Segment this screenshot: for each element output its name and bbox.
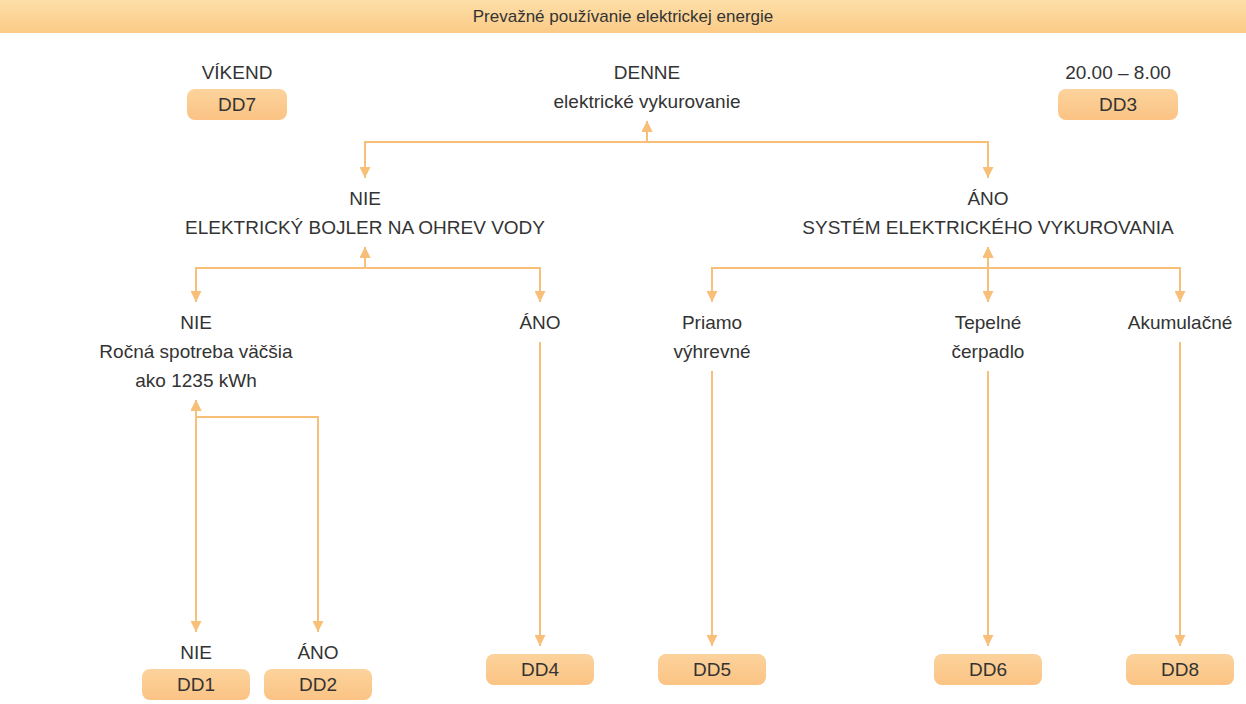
branch-text: ELEKTRICKÝ BOJLER NA OHREV VODY xyxy=(155,213,575,242)
code-box: DD7 xyxy=(187,89,287,120)
branch-arrow xyxy=(712,247,988,302)
branch-text: Priamo výhrevné xyxy=(656,308,768,366)
code-node: 20.00 – 8.00DD3 xyxy=(1058,58,1178,120)
branch-text: elektrické vykurovanie xyxy=(517,87,777,116)
code-label: DD8 xyxy=(1136,655,1224,684)
white-panel xyxy=(8,33,1246,704)
decision-node: Priamo výhrevné xyxy=(656,308,768,366)
code-label: DD5 xyxy=(668,655,756,684)
title-text: Prevažné používanie elektrickej energie xyxy=(0,0,1246,33)
code-node: NIE DD1 xyxy=(142,638,250,700)
branch-text: SYSTÉM ELEKTRICKÉHO VYKUROVANIA xyxy=(778,213,1198,242)
branch-arrow xyxy=(365,121,647,178)
code-box: DD8 xyxy=(1126,654,1234,685)
branch-arrow xyxy=(711,371,713,646)
branch-arrow xyxy=(1179,342,1181,646)
code-box: DD5 xyxy=(658,654,766,685)
branch-arrow xyxy=(196,247,365,302)
branch-arrow xyxy=(988,247,1180,302)
code-label: DD6 xyxy=(944,655,1032,684)
branch-arrow xyxy=(195,400,197,632)
decision-node: NIERočná spotreba väčšia ako 1235 kWh xyxy=(90,308,302,395)
branch-arrow xyxy=(365,247,540,302)
code-node: DD8 xyxy=(1126,652,1234,685)
title-band: Prevažné používanie elektrickej energie xyxy=(0,0,1246,33)
decision-node: ÁNO xyxy=(519,308,560,337)
branch-text: NIE xyxy=(155,184,575,213)
branch-text: Tepelné čerpadlo xyxy=(932,308,1044,366)
branch-arrow xyxy=(987,371,989,646)
code-node: DD4 xyxy=(486,652,594,685)
code-label: DD1 xyxy=(152,670,240,699)
branch-arrow xyxy=(196,400,318,632)
code-box: DD4 xyxy=(486,654,594,685)
branch-text: 20.00 – 8.00 xyxy=(1058,58,1178,87)
branch-text: ÁNO xyxy=(519,308,560,337)
code-box: DD3 xyxy=(1058,89,1178,120)
code-box: DD2 xyxy=(264,669,372,700)
branch-text: ÁNO xyxy=(264,638,372,667)
branch-text: ÁNO xyxy=(778,184,1198,213)
code-label: DD7 xyxy=(197,90,277,119)
branch-text: NIE xyxy=(90,308,302,337)
branch-text: Akumulačné xyxy=(1128,308,1233,337)
code-node: VÍKEND DD7 xyxy=(187,58,287,120)
code-label: DD2 xyxy=(274,670,362,699)
branch-text: NIE xyxy=(142,638,250,667)
decision-node: ÁNOSYSTÉM ELEKTRICKÉHO VYKUROVANIA xyxy=(778,184,1198,242)
branch-arrow xyxy=(539,342,541,646)
decision-node: DENNEelektrické vykurovanie xyxy=(517,58,777,116)
branch-text: VÍKEND xyxy=(187,58,287,87)
code-label: DD3 xyxy=(1068,90,1168,119)
decision-node: NIEELEKTRICKÝ BOJLER NA OHREV VODY xyxy=(155,184,575,242)
branch-arrow xyxy=(647,121,988,178)
code-node: ÁNO DD2 xyxy=(264,638,372,700)
code-node: DD6 xyxy=(934,652,1042,685)
code-box: DD1 xyxy=(142,669,250,700)
code-node: DD5 xyxy=(658,652,766,685)
decision-node: Akumulačné xyxy=(1128,308,1233,337)
code-box: DD6 xyxy=(934,654,1042,685)
branch-text: Ročná spotreba väčšia ako 1235 kWh xyxy=(90,337,302,395)
decision-node: Tepelné čerpadlo xyxy=(932,308,1044,366)
branch-text: DENNE xyxy=(517,58,777,87)
code-label: DD4 xyxy=(496,655,584,684)
